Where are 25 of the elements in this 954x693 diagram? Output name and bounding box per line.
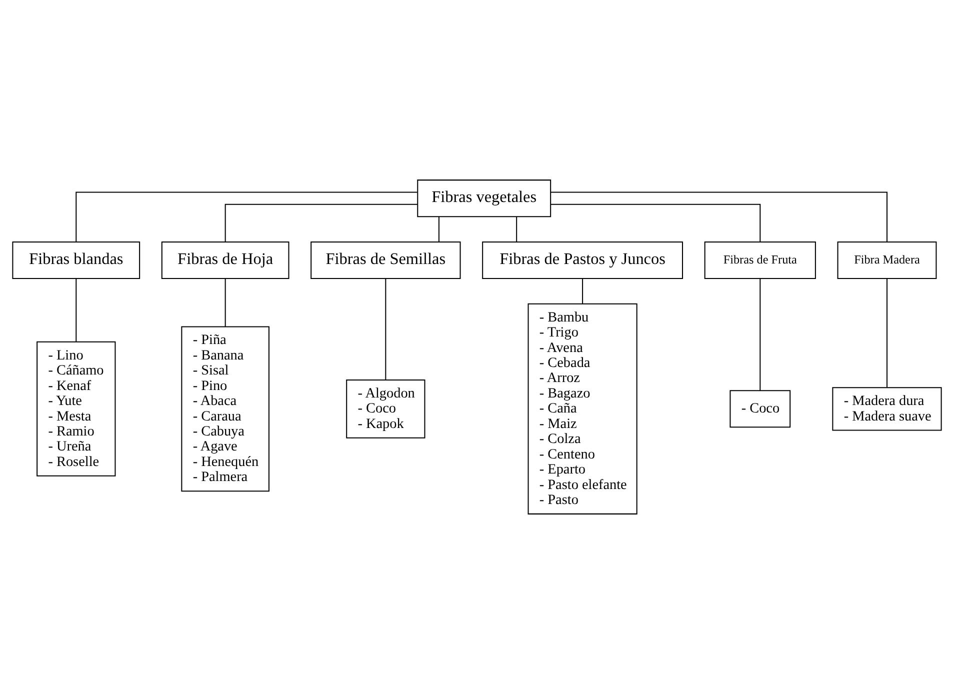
node-box: Fibras de Semillas xyxy=(310,240,461,278)
connector xyxy=(582,278,584,304)
node-box: - Madera dura - Madera suave xyxy=(832,386,942,430)
node-box: Fibras de Hoja xyxy=(161,240,290,278)
connector xyxy=(224,278,226,326)
connector xyxy=(550,203,761,242)
connector xyxy=(516,216,518,242)
node-box: Fibras blandas xyxy=(12,240,140,278)
node-box: Fibra Madera xyxy=(837,240,937,278)
connector xyxy=(385,278,386,380)
connector xyxy=(76,191,418,242)
connector xyxy=(760,278,761,390)
node-box: - Algodon - Coco - Kapok xyxy=(346,378,426,438)
node-box: - Bambu - Trigo - Avena - Cebada - Arroz - Bagazo - Caña - Maiz - Colza - Centeno - Eparto - Pasto elefante - Pasto xyxy=(528,302,638,514)
node-box: - Coco xyxy=(730,390,791,428)
node-box: Fibras vegetales xyxy=(417,179,552,217)
node-box: Fibras de Fruta xyxy=(704,240,816,278)
node-box: Fibras de Pastos y Juncos xyxy=(482,240,684,278)
connector xyxy=(550,191,888,242)
connector xyxy=(438,216,440,242)
node-box: - Lino - Cáñamo - Kenaf - Yute - Mesta - Ramio - Ureña - Roselle xyxy=(36,340,116,476)
connector xyxy=(76,278,77,342)
connector xyxy=(886,278,888,387)
node-box: - Piña - Banana - Sisal - Pino - Abaca - Caraua - Cabuya - Agave - Henequén - Palmera xyxy=(181,326,270,492)
connector xyxy=(224,203,418,242)
